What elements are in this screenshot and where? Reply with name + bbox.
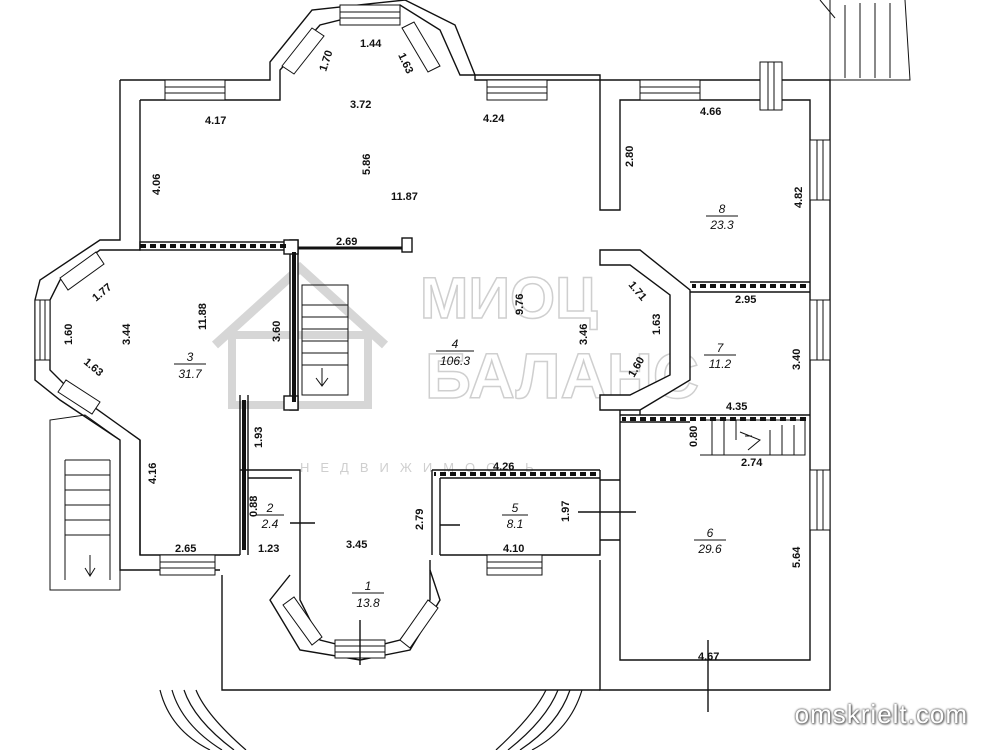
room-number: 2 xyxy=(266,501,274,515)
dim-label: 4.10 xyxy=(503,543,524,555)
dim-label: 3.60 xyxy=(271,321,283,342)
dim-label: 1.70 xyxy=(317,49,335,73)
stair-right xyxy=(700,419,806,456)
room-area: 8.1 xyxy=(507,517,524,531)
dim-label: 2.74 xyxy=(741,457,763,469)
dim-label: 2.69 xyxy=(336,236,357,248)
window xyxy=(159,554,216,576)
bay-window-panels xyxy=(57,21,441,649)
dim-label: 4.82 xyxy=(793,187,805,208)
hatched-walls xyxy=(140,244,808,550)
window xyxy=(759,61,783,111)
dim-label: 0.88 xyxy=(248,496,260,517)
room-number: 1 xyxy=(365,579,372,593)
watermark-logo: МИОЦ БАЛАНС НЕДВИЖИМОСТЬ xyxy=(211,261,700,475)
window xyxy=(164,79,226,101)
dim-label: 2.95 xyxy=(735,294,756,306)
room-number: 3 xyxy=(187,350,194,364)
dim-label: 4.17 xyxy=(205,115,226,127)
room-label-3: 3 31.7 xyxy=(174,350,206,381)
dim-label: 1.63 xyxy=(651,314,663,335)
windows xyxy=(34,4,831,659)
window xyxy=(34,299,51,361)
dim-label: 4.67 xyxy=(698,651,719,663)
stair-topright xyxy=(819,0,911,81)
dim-label: 11.87 xyxy=(391,191,418,203)
dim-label: 0.80 xyxy=(688,426,700,447)
room-area: 11.2 xyxy=(709,357,732,371)
room-label-5: 5 8.1 xyxy=(502,501,528,531)
room-number: 6 xyxy=(707,526,714,540)
watermark-brand-line1: МИОЦ xyxy=(420,266,597,331)
room-area: 2.4 xyxy=(261,517,279,531)
window xyxy=(339,4,401,26)
dim-label: 4.16 xyxy=(147,463,159,484)
door-markers xyxy=(290,511,709,712)
room-label-1: 1 13.8 xyxy=(352,579,384,610)
room-label-6: 6 29.6 xyxy=(694,526,726,556)
room-number: 5 xyxy=(512,501,519,515)
room-number: 7 xyxy=(717,341,725,355)
dim-label: 4.06 xyxy=(151,174,163,195)
window xyxy=(809,469,831,531)
dim-label: 1.97 xyxy=(560,501,572,522)
dim-label: 4.66 xyxy=(700,106,721,118)
dim-label: 1.60 xyxy=(63,324,75,345)
dim-label: 9.76 xyxy=(514,294,526,315)
room-labels: 1 13.8 2 2.4 3 31.7 4 106.3 5 8.1 6 29.6 xyxy=(174,202,738,610)
dim-label: 1.77 xyxy=(90,281,114,304)
room-area: 106.3 xyxy=(440,354,470,368)
dim-label: 2.65 xyxy=(175,543,196,555)
dim-label: 1.93 xyxy=(253,427,265,448)
dim-label: 1.63 xyxy=(81,356,105,379)
window xyxy=(486,79,548,101)
dim-label: 3.45 xyxy=(346,539,367,551)
stair-left xyxy=(49,414,121,591)
room-area: 31.7 xyxy=(178,367,203,381)
room-label-4: 4 106.3 xyxy=(436,337,474,368)
room-label-8: 8 23.3 xyxy=(706,202,738,232)
dim-label: 2.80 xyxy=(624,146,636,167)
porch-steps xyxy=(159,689,583,750)
window xyxy=(486,554,543,576)
room-label-7: 7 11.2 xyxy=(704,341,736,371)
watermark-site: omskrielt.com xyxy=(794,699,968,729)
dim-label: 3.40 xyxy=(791,349,803,370)
dim-label: 4.24 xyxy=(483,113,505,125)
room-area: 13.8 xyxy=(356,596,380,610)
dim-label: 3.46 xyxy=(578,324,590,345)
dim-label: 1.23 xyxy=(258,543,279,555)
dim-label: 3.72 xyxy=(350,99,371,111)
room-number: 8 xyxy=(719,202,726,216)
dim-label: 3.44 xyxy=(121,323,133,345)
window xyxy=(809,299,831,361)
room-area: 29.6 xyxy=(697,542,722,556)
stair-center xyxy=(301,284,349,396)
dim-label: 4.26 xyxy=(493,461,514,473)
window xyxy=(809,139,831,201)
dim-label: 11.88 xyxy=(197,303,209,330)
dim-label: 1.71 xyxy=(626,279,649,303)
dim-label: 4.35 xyxy=(726,401,747,413)
dim-label: 1.44 xyxy=(360,38,382,50)
dim-label: 1.63 xyxy=(395,51,415,75)
dim-label: 2.79 xyxy=(414,509,426,530)
room-number: 4 xyxy=(452,337,459,351)
dim-label: 5.64 xyxy=(791,546,803,568)
room-label-2: 2 2.4 xyxy=(256,501,284,531)
dim-label: 5.86 xyxy=(361,154,373,175)
watermark-brand-sub: НЕДВИЖИМОСТЬ xyxy=(300,460,545,475)
room-area: 23.3 xyxy=(709,218,734,232)
window xyxy=(639,79,701,101)
